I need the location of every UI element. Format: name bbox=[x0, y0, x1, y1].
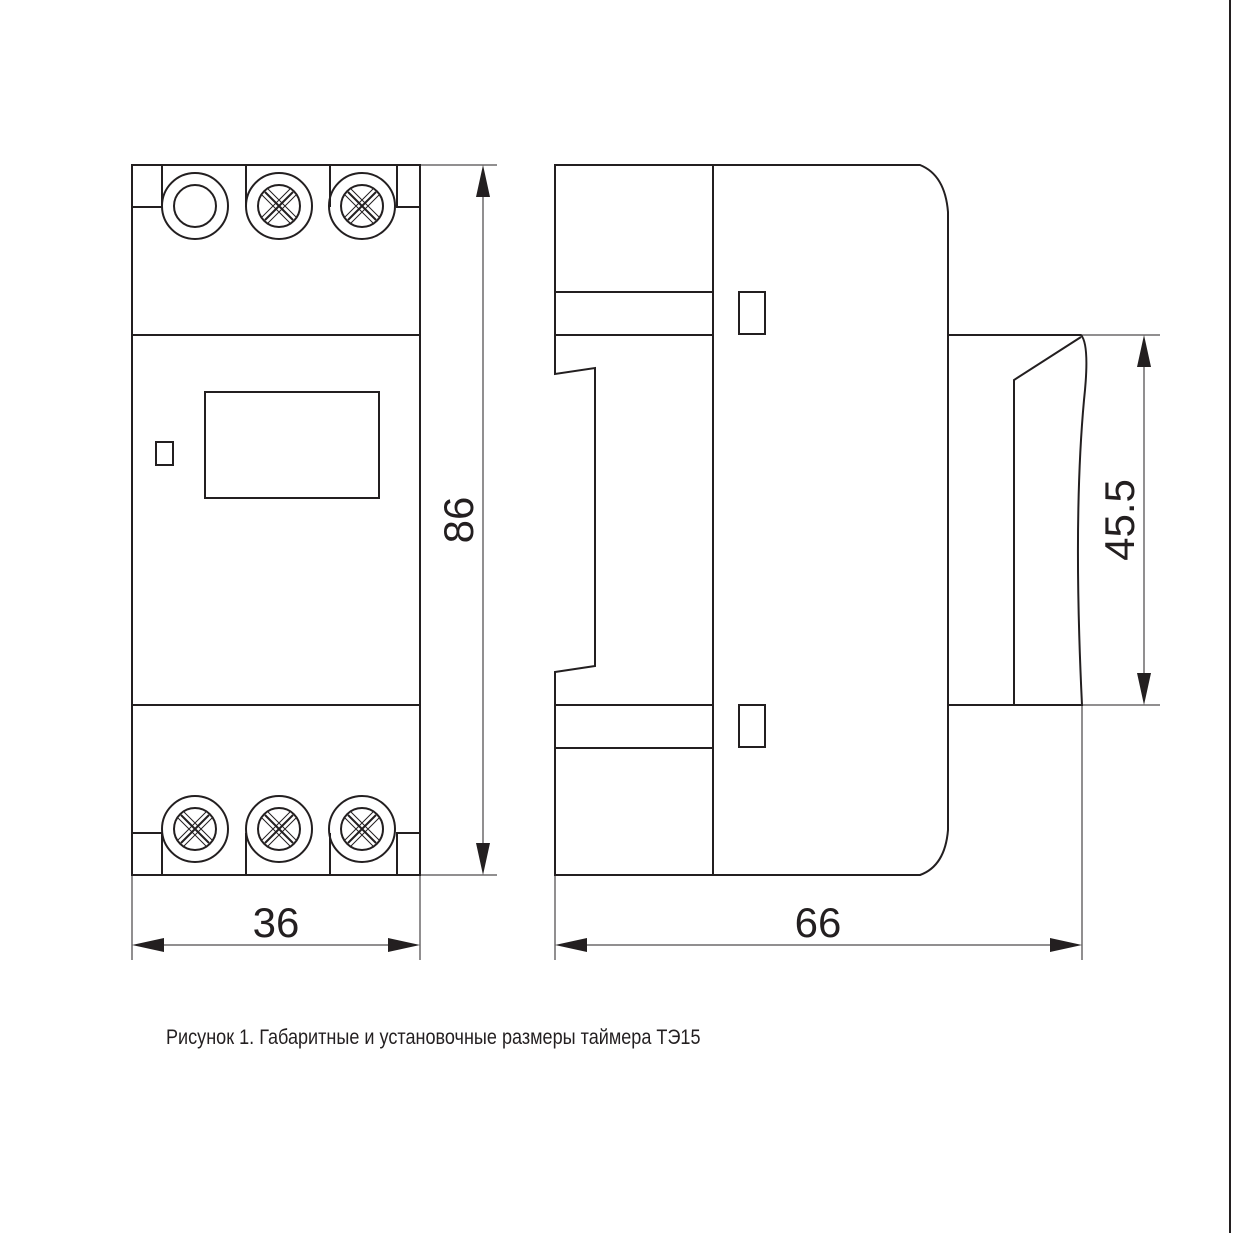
terminal-screw-icon bbox=[328, 172, 396, 240]
side-body-outline bbox=[554, 164, 949, 876]
width-dimension-label: 36 bbox=[253, 899, 300, 946]
height-dimension: 86 bbox=[420, 164, 497, 876]
terminal-screw-icon bbox=[328, 795, 396, 863]
front-view: 36 86 bbox=[131, 164, 497, 960]
display-window bbox=[204, 391, 380, 499]
front-body-outline bbox=[131, 164, 421, 876]
side-view: 66 45.5 bbox=[554, 164, 1160, 960]
bottom-terminal-block bbox=[132, 795, 420, 875]
front-cover-protrusion bbox=[948, 334, 1088, 706]
terminal-screw-icon bbox=[161, 795, 229, 863]
top-terminal-block bbox=[132, 165, 420, 240]
indicator-led bbox=[155, 441, 174, 466]
height-dimension-label: 86 bbox=[435, 497, 482, 544]
latch-slot-top bbox=[738, 291, 766, 335]
terminal-hole-icon bbox=[161, 172, 229, 240]
terminal-screw-icon bbox=[245, 172, 313, 240]
rail-height-dimension: 45.5 bbox=[1082, 334, 1160, 706]
figure-caption: Рисунок 1. Габаритные и установочные раз… bbox=[166, 1026, 701, 1049]
width-dimension: 36 bbox=[131, 875, 421, 960]
rail-height-dimension-label: 45.5 bbox=[1096, 479, 1143, 561]
latch-slot-bottom bbox=[738, 704, 766, 748]
depth-dimension-label: 66 bbox=[795, 899, 842, 946]
depth-dimension: 66 bbox=[554, 705, 1083, 960]
terminal-screw-icon bbox=[245, 795, 313, 863]
